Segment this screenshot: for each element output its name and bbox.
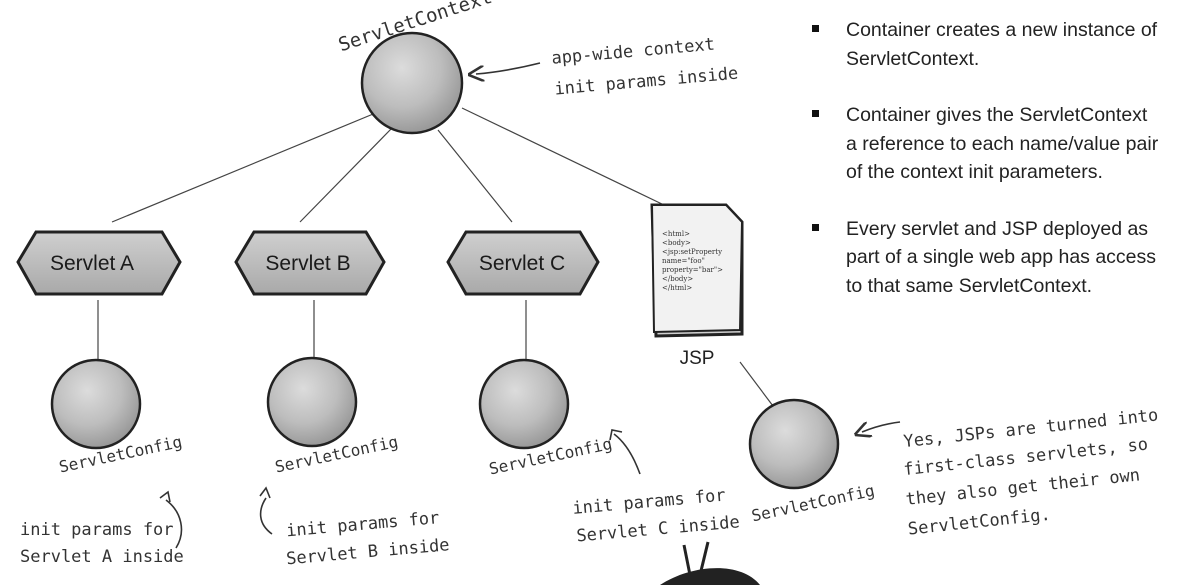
bullet-item: Container gives the ServletContext a ref…: [810, 101, 1160, 187]
servlet-a-shape: [16, 230, 182, 296]
bullet-marker: [812, 110, 819, 117]
servlet-config-b-sphere: [266, 356, 358, 448]
servlet-c-label: Servlet C: [479, 252, 565, 275]
servlet-b-note-line2: Servlet B inside: [285, 535, 450, 569]
context-note-line2: init params inside: [554, 64, 739, 100]
servlet-a: Servlet A: [16, 230, 182, 296]
servlet-a-label: Servlet A: [50, 252, 134, 275]
jsp-label: JSP: [680, 348, 715, 369]
servlet-a-note-arrow: [165, 499, 183, 549]
servlet-config-a-sphere: [50, 358, 142, 450]
bullet-item: Every servlet and JSP deployed as part o…: [810, 215, 1160, 301]
servlet-config-jsp-sphere: [748, 398, 840, 490]
servlet-c-note-arrow: [613, 433, 641, 475]
jsp-note-arrow: [862, 421, 901, 432]
cartoon-antenna-left: [682, 544, 692, 576]
bullet-text: Every servlet and JSP deployed as part o…: [846, 217, 1157, 297]
jsp-code-line: name="foo": [662, 257, 705, 265]
bullet-marker: [812, 25, 819, 32]
servlet-a-note: init params for Servlet A inside: [20, 490, 184, 567]
servlet-config-jsp: ServletConfig: [748, 398, 876, 526]
connector-lines: [97, 107, 777, 411]
servlet-c: Servlet C: [446, 230, 600, 296]
cartoon-figure-partial: [660, 541, 760, 585]
jsp-code-line: <html>: [662, 230, 690, 238]
bullet-marker: [812, 223, 819, 231]
servlet-b-label: Servlet B: [265, 252, 350, 275]
jsp-code-line: </body>: [662, 275, 693, 283]
line-context-servlet-b: [299, 127, 393, 223]
context-note-line1: app-wide context: [551, 35, 716, 69]
servlet-a-note-line1: init params for: [20, 520, 174, 540]
servlet-c-note-arrowhead: [609, 429, 623, 441]
jsp-note: Yes, JSPs are turned into first-class se…: [862, 405, 1159, 540]
servlet-b-note-line1: init params for: [285, 508, 440, 541]
jsp-document: <html> <body> <jsp:setProperty name="foo…: [650, 203, 744, 369]
servlet-context: ServletContext: [336, 0, 495, 135]
servlet-c-shape: [446, 230, 600, 296]
servlet-context-note: app-wide context init params inside: [476, 35, 739, 100]
jsp-code-line: </html>: [662, 284, 692, 292]
servlet-c-note-line1: init params for: [572, 486, 727, 519]
cartoon-antenna-right: [698, 541, 710, 576]
bullet-text: Container creates a new instance of Serv…: [846, 19, 1158, 70]
bullet-text: Container gives the ServletContext a ref…: [846, 104, 1159, 183]
line-context-servlet-c: [437, 129, 513, 223]
servlet-config-a: ServletConfig: [50, 358, 184, 477]
jsp-page: [650, 204, 744, 334]
servlet-a-note-arrowhead: [159, 490, 171, 503]
servlet-b-note-arrowhead: [259, 486, 271, 499]
jsp-note-line4: ServletConfig.: [907, 505, 1052, 540]
cartoon-head: [660, 568, 760, 585]
jsp-code-line: <jsp:setProperty: [662, 248, 722, 256]
servlet-b: Servlet B: [234, 230, 386, 296]
line-context-servlet-a: [111, 111, 379, 223]
servlet-a-note-line2: Servlet A inside: [20, 547, 184, 567]
servlet-b-note-arrow: [259, 497, 273, 535]
servlet-c-note-line2: Servlet C inside: [576, 512, 741, 546]
line-jsp-config: [739, 361, 777, 411]
servlet-config-c-sphere: [478, 358, 570, 450]
line-context-jsp: [461, 107, 665, 206]
servlet-b-shape: [234, 230, 386, 296]
servlet-config-b: ServletConfig: [266, 356, 400, 477]
bullet-list: Container creates a new instance of Serv…: [810, 16, 1160, 328]
servlet-context-sphere: [360, 31, 464, 135]
jsp-code-line: <body>: [662, 239, 691, 247]
servlet-config-jsp-label: ServletConfig: [750, 481, 876, 526]
jsp-code-line: property="bar">: [662, 266, 723, 274]
servlet-b-note: init params for Servlet B inside: [259, 486, 450, 569]
jsp-code: <html> <body> <jsp:setProperty name="foo…: [662, 230, 723, 292]
servlet-config-c: ServletConfig: [478, 358, 614, 479]
context-note-arrow: [476, 62, 541, 74]
bullet-item: Container creates a new instance of Serv…: [810, 16, 1160, 73]
